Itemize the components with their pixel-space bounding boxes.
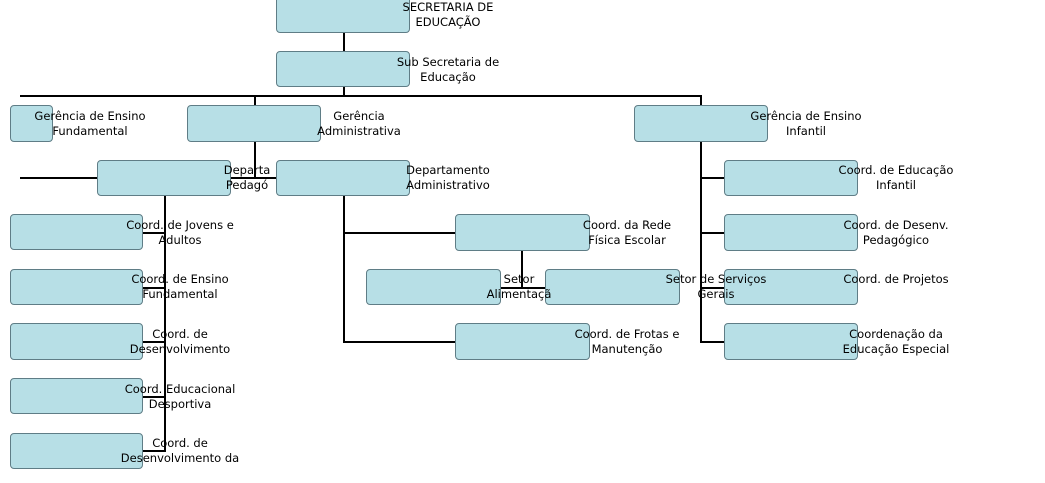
box-setor-servicos-gerais	[545, 269, 680, 305]
connector-line	[230, 177, 278, 179]
connector-line	[142, 341, 166, 343]
connector-line	[142, 287, 166, 289]
box-coord-desenvolvimento	[10, 323, 143, 360]
box-departamento-administrativo	[276, 160, 410, 196]
connector-line	[700, 177, 725, 179]
connector-line	[343, 232, 456, 234]
connector-line	[700, 341, 725, 343]
connector-line	[700, 232, 725, 234]
box-departamento-pedagogico	[97, 160, 231, 196]
connector-line	[142, 396, 166, 398]
connector-line	[343, 32, 345, 52]
box-gerencia-ensino-infantil	[634, 105, 768, 142]
connector-line	[20, 177, 98, 179]
connector-line	[343, 341, 456, 343]
box-coord-ensino-fundamental	[10, 269, 143, 305]
box-coord-desenvolvimento-da	[10, 433, 143, 469]
box-coord-rede-fisica	[455, 214, 590, 251]
connector-line	[254, 142, 256, 178]
connector-line	[20, 95, 702, 97]
node-coord-projetos: Coord. de Projetos	[843, 272, 949, 286]
connector-line	[164, 196, 166, 452]
connector-line	[500, 287, 546, 289]
box-coord-educacao-infantil	[724, 160, 858, 196]
box-sub-secretaria	[276, 51, 410, 87]
connector-line	[343, 86, 345, 97]
connector-line	[142, 232, 166, 234]
box-secretaria	[276, 0, 410, 33]
box-coord-educacao-especial	[724, 323, 858, 360]
box-coord-educacional-desportiva	[10, 378, 143, 414]
connector-line	[700, 95, 702, 105]
box-coord-frotas	[455, 323, 590, 360]
connector-line	[142, 450, 166, 452]
box-coord-jovens-adultos	[10, 214, 143, 250]
box-coord-desenv-pedagogico	[724, 214, 858, 251]
box-gerencia-administrativa	[187, 105, 321, 142]
box-gerencia-ensino-fundamental	[10, 105, 53, 142]
connector-line	[343, 196, 345, 343]
box-coord-projetos	[724, 269, 858, 305]
connector-line	[521, 250, 523, 288]
connector-line	[254, 95, 256, 105]
box-setor-alimentacao	[366, 269, 501, 305]
connector-line	[700, 287, 725, 289]
connector-line	[700, 142, 702, 343]
node-coord-desenv-pedagogico: Coord. de Desenv.Pedagógico	[843, 218, 949, 247]
